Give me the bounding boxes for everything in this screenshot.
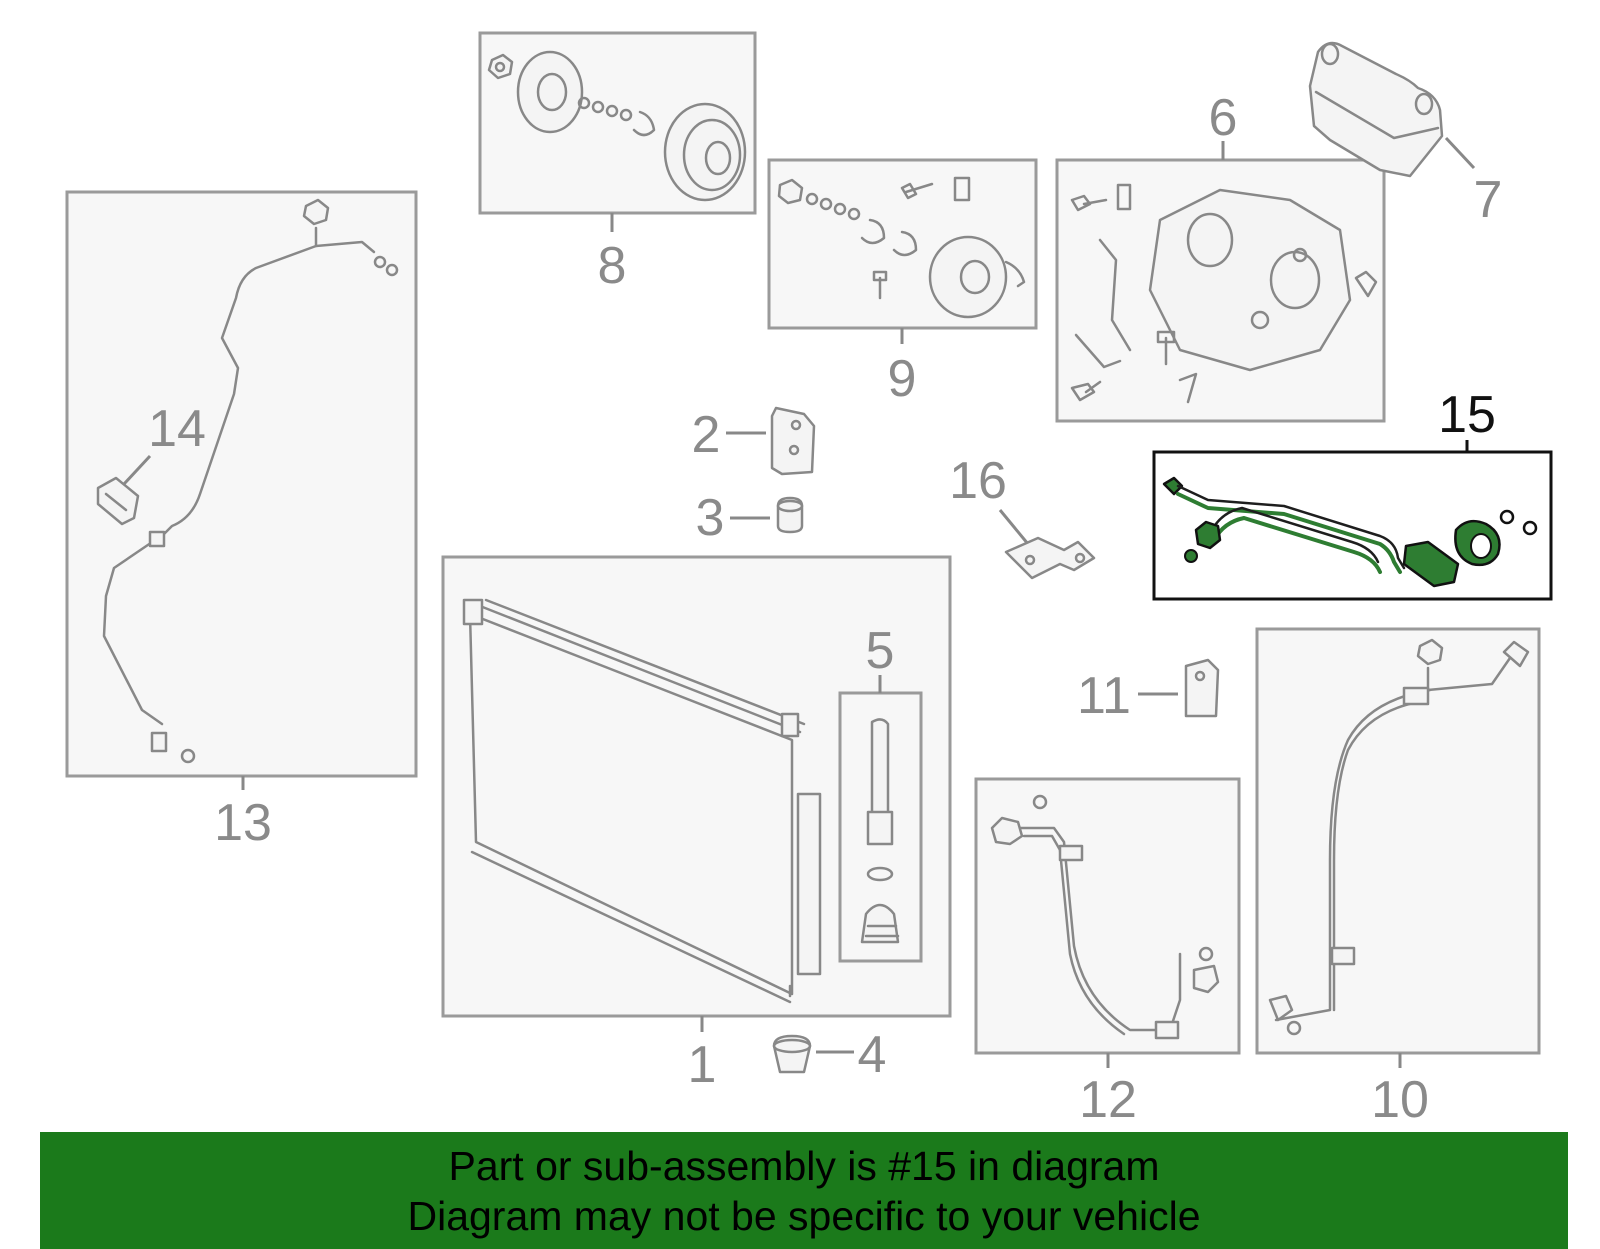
part-6-group[interactable]: 6 <box>1055 89 1386 423</box>
discharge-hose-icon <box>1162 476 1538 588</box>
callout-6: 6 <box>1209 89 1238 147</box>
pipe-bracket-icon <box>1004 536 1096 580</box>
callout-8: 8 <box>598 237 627 295</box>
part-14-group[interactable]: 14 <box>96 400 206 526</box>
part-16-group[interactable]: 16 <box>949 452 1096 580</box>
callout-12: 12 <box>1079 1071 1137 1129</box>
part-12-group[interactable]: 12 <box>974 777 1241 1129</box>
part-10-box[interactable] <box>1255 627 1541 1055</box>
suction-pipe-icon <box>102 198 399 764</box>
liquid-hose-icon <box>990 794 1220 1040</box>
desiccant-icon <box>860 718 900 944</box>
callout-14: 14 <box>148 400 206 458</box>
part-2-group[interactable]: 2 <box>692 406 816 476</box>
pressure-switch-icon <box>96 476 140 526</box>
part-3-group[interactable]: 3 <box>696 489 804 547</box>
part-10-group[interactable]: 10 <box>1255 627 1541 1129</box>
part-9-group[interactable]: 9 <box>767 158 1038 408</box>
banner-line-2: Diagram may not be specific to your vehi… <box>407 1192 1201 1239</box>
part-7-group[interactable]: 7 <box>1308 41 1503 229</box>
plug-icon <box>772 1034 812 1074</box>
callout-1: 1 <box>688 1036 717 1094</box>
bracket-icon <box>770 406 816 476</box>
callout-16: 16 <box>949 452 1007 510</box>
compressor-icon <box>1070 183 1378 404</box>
info-banner: Part or sub-assembly is #15 in diagram D… <box>40 1132 1568 1249</box>
clutch-parts-icon <box>777 176 1026 319</box>
info-banner-bg <box>40 1132 1568 1249</box>
callout-10: 10 <box>1371 1071 1429 1129</box>
part-5-group[interactable]: 5 <box>838 622 923 963</box>
condenser-icon <box>462 598 822 1004</box>
compressor-bracket-icon <box>1308 41 1444 178</box>
part-8-group[interactable]: 8 <box>478 31 757 295</box>
callout-13: 13 <box>214 794 272 852</box>
clutch-plate-icon <box>487 50 747 202</box>
clip-icon <box>1184 658 1220 718</box>
callout-9: 9 <box>888 350 917 408</box>
cap-icon <box>776 496 804 534</box>
part-11-group[interactable]: 11 <box>1077 658 1220 725</box>
part-15-group[interactable]: 15 <box>1152 386 1553 601</box>
callout-5: 5 <box>866 622 895 680</box>
callout-3: 3 <box>696 489 725 547</box>
callout-7: 7 <box>1474 171 1503 229</box>
banner-line-1: Part or sub-assembly is #15 in diagram <box>448 1142 1160 1189</box>
callout-2: 2 <box>692 406 721 464</box>
callout-11: 11 <box>1077 667 1131 725</box>
part-4-group[interactable]: 4 <box>772 1026 887 1084</box>
callout-4: 4 <box>858 1026 887 1084</box>
suction-hose-icon <box>1268 638 1530 1036</box>
callout-15: 15 <box>1438 386 1496 444</box>
